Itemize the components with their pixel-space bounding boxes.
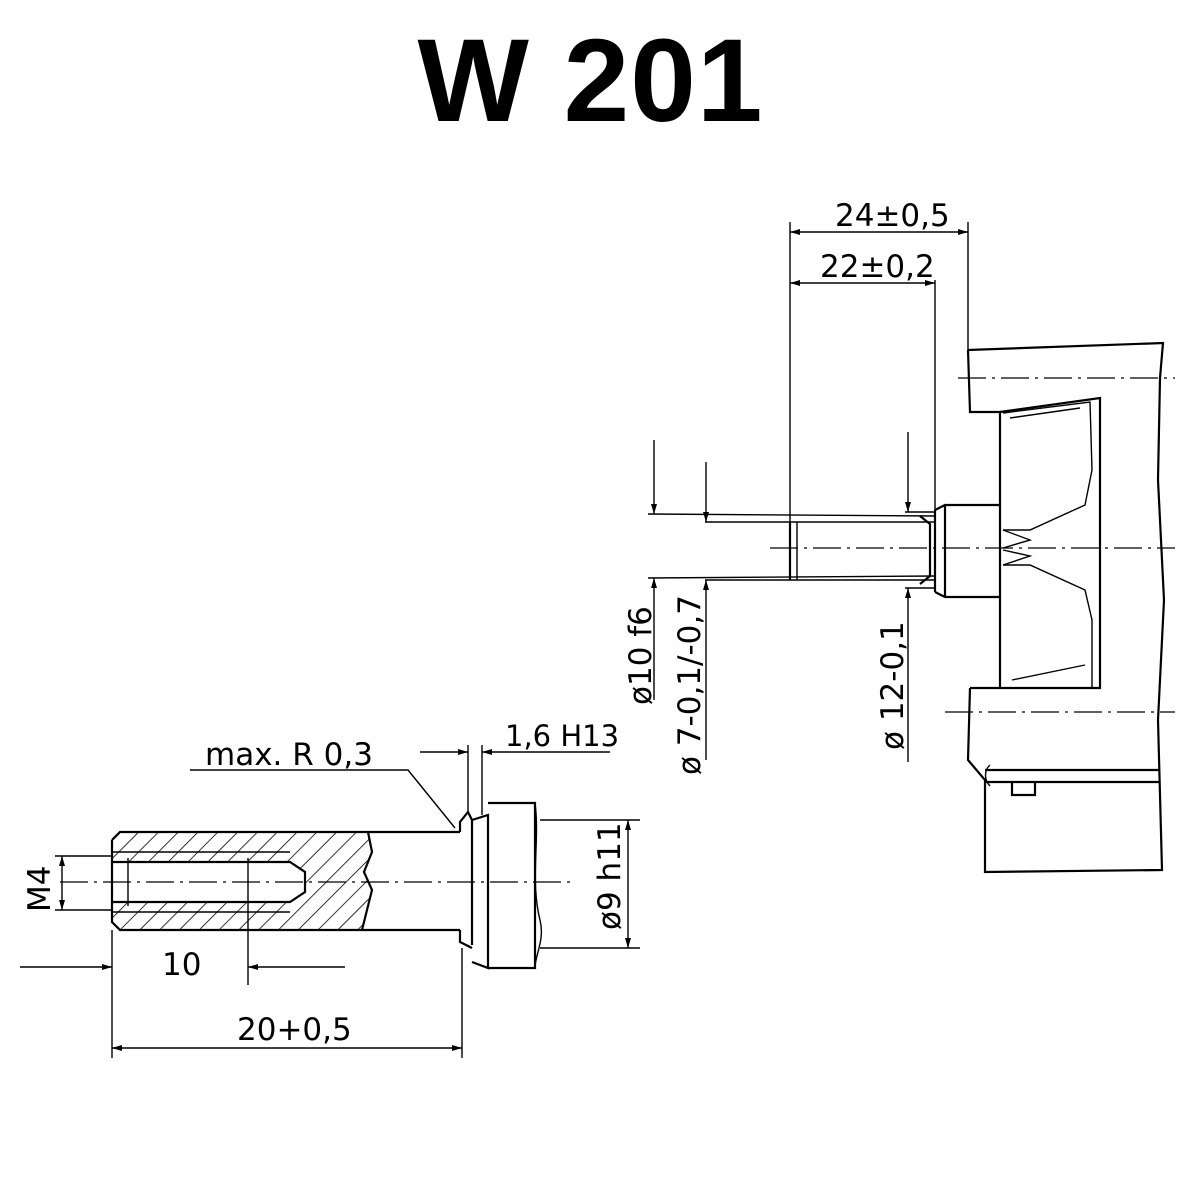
dim-10-group bbox=[20, 906, 345, 1058]
right-view-rod-end bbox=[647, 341, 1175, 874]
dim-9h11-label: ø9 h11 bbox=[592, 822, 628, 930]
dim-20-label: 20+0,5 bbox=[237, 1012, 352, 1048]
dim-24-label: 24±0,5 bbox=[835, 198, 950, 234]
dim-m4-group bbox=[55, 855, 112, 911]
dim-16h13-label: 1,6 H13 bbox=[505, 719, 619, 753]
dim-10f6-label: ø10 f6 bbox=[623, 606, 659, 705]
dim-7-label: ø 7-0,1/-0,7 bbox=[672, 595, 708, 775]
drawing-title: W 201 bbox=[417, 15, 764, 147]
dim-r03-label: max. R 0,3 bbox=[205, 737, 373, 773]
dim-9h11-group bbox=[540, 819, 640, 949]
dim-m4-label: M4 bbox=[22, 866, 58, 912]
dim-24-group bbox=[789, 222, 969, 522]
dim-16h13-group bbox=[420, 745, 610, 815]
dim-20-group bbox=[112, 948, 463, 1058]
r03-leader bbox=[190, 769, 456, 829]
left-view-threaded-end bbox=[60, 801, 575, 970]
dim-10-label: 10 bbox=[162, 947, 201, 983]
dim-22-label: 22±0,2 bbox=[820, 249, 935, 285]
dim-12-label: ø 12-0,1 bbox=[875, 621, 911, 750]
diameter-dims-right bbox=[651, 432, 911, 762]
